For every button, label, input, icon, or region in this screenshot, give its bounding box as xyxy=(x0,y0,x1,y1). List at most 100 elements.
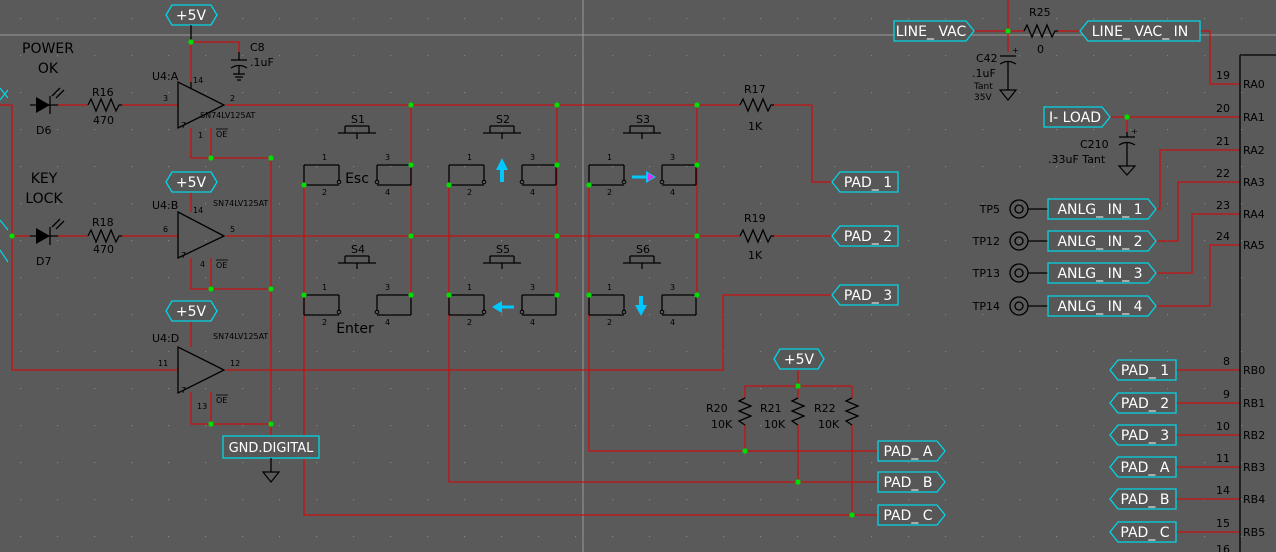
svg-text:+5V: +5V xyxy=(176,175,207,191)
supply-port-5v-a[interactable]: +5V xyxy=(165,4,218,42)
net-port-pad-2[interactable]: PAD_ 2 xyxy=(831,225,899,247)
led-d6[interactable]: POWER OK D6 xyxy=(22,41,74,137)
ground-digital-port[interactable]: GND.DIGITAL xyxy=(222,435,320,483)
svg-text:4: 4 xyxy=(530,188,535,197)
svg-text:7: 7 xyxy=(181,121,186,130)
net-port-anlg-4[interactable]: ANLG_ IN_ 4 xyxy=(1047,295,1157,317)
svg-text:10K: 10K xyxy=(764,418,786,431)
net-port-rb-pad-b[interactable]: PAD_ B xyxy=(1109,488,1177,510)
svg-text:21: 21 xyxy=(1216,135,1230,148)
svg-text:4: 4 xyxy=(670,188,675,197)
svg-text:+5V: +5V xyxy=(176,8,207,24)
ground-icon xyxy=(998,89,1018,101)
buffer-u4a[interactable]: U4:A 14 3 2 7 1 OE SN74LV125AT xyxy=(152,70,255,140)
net-port-pad-c[interactable]: PAD_ C xyxy=(877,504,946,526)
svg-text:7: 7 xyxy=(181,386,186,395)
svg-text:RA3: RA3 xyxy=(1243,176,1265,189)
net-port-pad-3[interactable]: PAD_ 3 xyxy=(831,284,899,306)
capacitor-c8[interactable]: C8 .1uF xyxy=(230,41,274,81)
capacitor-c210[interactable]: + C210 .33uF Tant xyxy=(1048,127,1138,176)
test-point-tp12[interactable]: TP12 xyxy=(972,231,1048,251)
net-port-rb-pad-2[interactable]: PAD_ 2 xyxy=(1109,392,1177,414)
test-point-tp5[interactable]: TP5 xyxy=(979,199,1048,219)
net-port-pad-1[interactable]: PAD_ 1 xyxy=(831,171,899,193)
svg-text:1: 1 xyxy=(607,283,612,292)
resistor-r20[interactable]: R20 10K xyxy=(706,397,753,431)
svg-text:15: 15 xyxy=(1216,517,1230,530)
net-port-rb-pad-3[interactable]: PAD_ 3 xyxy=(1109,424,1177,446)
net-port-rb-pad-1[interactable]: PAD_ 1 xyxy=(1109,359,1177,381)
switch-s5-ref: S5 xyxy=(496,243,510,256)
svg-text:19: 19 xyxy=(1216,69,1230,82)
svg-text:3: 3 xyxy=(385,283,390,292)
resistor-r25[interactable]: R25 0 xyxy=(1023,6,1058,56)
svg-text:PAD_ 1: PAD_ 1 xyxy=(844,175,892,191)
svg-text:3: 3 xyxy=(670,283,675,292)
test-point-tp14[interactable]: TP14 xyxy=(972,296,1048,316)
net-port-rb-pad-a[interactable]: PAD_ A xyxy=(1109,456,1177,478)
net-port-line-vac[interactable]: LINE_ VAC xyxy=(893,20,975,42)
buffer-u4d[interactable]: U4:D 7 11 12 13 OE SN74LV125AT xyxy=(152,332,268,411)
svg-text:1: 1 xyxy=(607,153,612,162)
net-port-i-load[interactable]: I- LOAD xyxy=(1043,106,1111,128)
svg-text:8: 8 xyxy=(1223,355,1230,368)
svg-text:RB0: RB0 xyxy=(1243,364,1265,377)
mcu-chip[interactable] xyxy=(1239,54,1276,552)
resistor-r17[interactable]: R17 1K xyxy=(739,83,774,133)
net-port-pad-b[interactable]: PAD_ B xyxy=(877,471,946,493)
led-d7[interactable]: KEY LOCK D7 xyxy=(25,171,65,268)
svg-text:RB2: RB2 xyxy=(1243,429,1265,442)
svg-text:PAD_ C: PAD_ C xyxy=(1120,525,1169,541)
net-port-anlg-3[interactable]: ANLG_ IN_ 3 xyxy=(1047,262,1157,284)
svg-text:23: 23 xyxy=(1216,199,1230,212)
svg-text:ANLG_ IN_ 3: ANLG_ IN_ 3 xyxy=(1057,266,1142,282)
key-lock-label: KEY xyxy=(31,171,58,187)
offscreen-arrow-icons xyxy=(0,87,9,263)
resistor-r19[interactable]: R19 1K xyxy=(739,212,774,262)
net-port-anlg-2[interactable]: ANLG_ IN_ 2 xyxy=(1047,230,1157,252)
d7-ref: D7 xyxy=(36,255,51,268)
supply-port-5v-b[interactable]: +5V xyxy=(165,171,218,193)
supply-port-5v-d[interactable]: +5V xyxy=(165,300,218,322)
resistor-r21[interactable]: R21 10K xyxy=(760,397,806,431)
ground-icon xyxy=(1117,165,1137,176)
svg-text:12: 12 xyxy=(230,359,240,368)
buffer-u4b[interactable]: U4:B 14 6 5 7 4 OE SN74LV125AT xyxy=(152,199,268,270)
svg-text:I- LOAD: I- LOAD xyxy=(1049,110,1101,126)
net-port-anlg-1[interactable]: ANLG_ IN_ 1 xyxy=(1047,198,1157,220)
svg-text:PAD_ 1: PAD_ 1 xyxy=(1121,363,1169,379)
net-port-pad-a[interactable]: PAD_ A xyxy=(877,440,946,462)
net-port-rb-pad-c[interactable]: PAD_ C xyxy=(1109,521,1177,543)
u4d-part: SN74LV125AT xyxy=(213,332,268,341)
svg-text:1: 1 xyxy=(198,131,203,140)
resistor-r22[interactable]: R22 10K xyxy=(814,397,860,431)
supply-port-5v-pullup[interactable]: +5V xyxy=(773,348,825,370)
capacitor-c42[interactable]: + C42 .1uF Tant 35V xyxy=(972,46,1019,103)
resistor-r16[interactable]: R16 470 xyxy=(87,86,122,127)
test-point-tp13[interactable]: TP13 xyxy=(972,263,1048,283)
resistor-r18[interactable]: R18 470 xyxy=(87,216,122,256)
svg-text:14: 14 xyxy=(193,206,203,215)
net-port-line-vac-in[interactable]: LINE_ VAC_ IN xyxy=(1079,20,1201,42)
svg-text:TP13: TP13 xyxy=(972,267,1000,280)
